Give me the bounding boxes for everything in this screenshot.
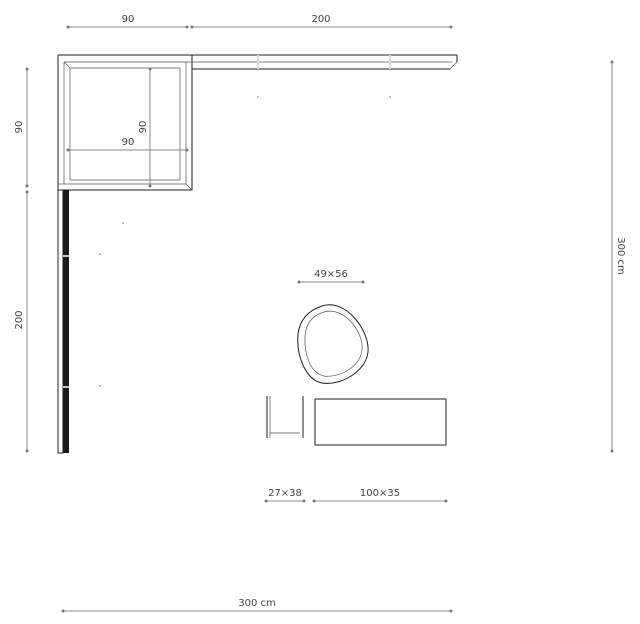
stool-dimension: 27×38 (264, 488, 306, 503)
dim-bottom-total: 300 cm (61, 596, 453, 613)
bench-size-label: 100×35 (360, 488, 400, 499)
shelf-top-run (192, 54, 458, 98)
stool-size-label: 27×38 (268, 488, 302, 499)
chair-size-label: 49×56 (314, 269, 348, 280)
shelf-corner-unit (57, 54, 193, 191)
dim-top-right: 200 (190, 14, 453, 29)
dim-left-lower: 200 (12, 190, 29, 453)
dim-right-total-label: 300 cm (615, 237, 626, 275)
chair-dimension: 49×56 (297, 269, 365, 284)
dim-top-right-label: 200 (311, 14, 330, 25)
dim-top-left-label: 90 (122, 14, 135, 25)
dim-bottom-total-label: 300 cm (238, 598, 276, 609)
dim-inner-width-label: 90 (122, 137, 135, 148)
dim-inner-height-label: 90 (138, 121, 149, 134)
shelf-left-run (57, 189, 124, 454)
chair-shape (297, 304, 369, 384)
dim-left-upper-label: 90 (14, 121, 25, 134)
dim-left-upper: 90 (12, 67, 29, 188)
dim-right-total: 300 cm (610, 60, 628, 453)
bench-dimension: 100×35 (312, 488, 448, 503)
dim-inner-width: 90 (66, 135, 189, 152)
dim-left-lower-label: 200 (14, 310, 25, 329)
stool-shape (266, 396, 304, 438)
bench-shape (314, 398, 447, 446)
dim-top-left: 90 (66, 14, 189, 29)
dim-inner-height: 90 (136, 67, 152, 188)
